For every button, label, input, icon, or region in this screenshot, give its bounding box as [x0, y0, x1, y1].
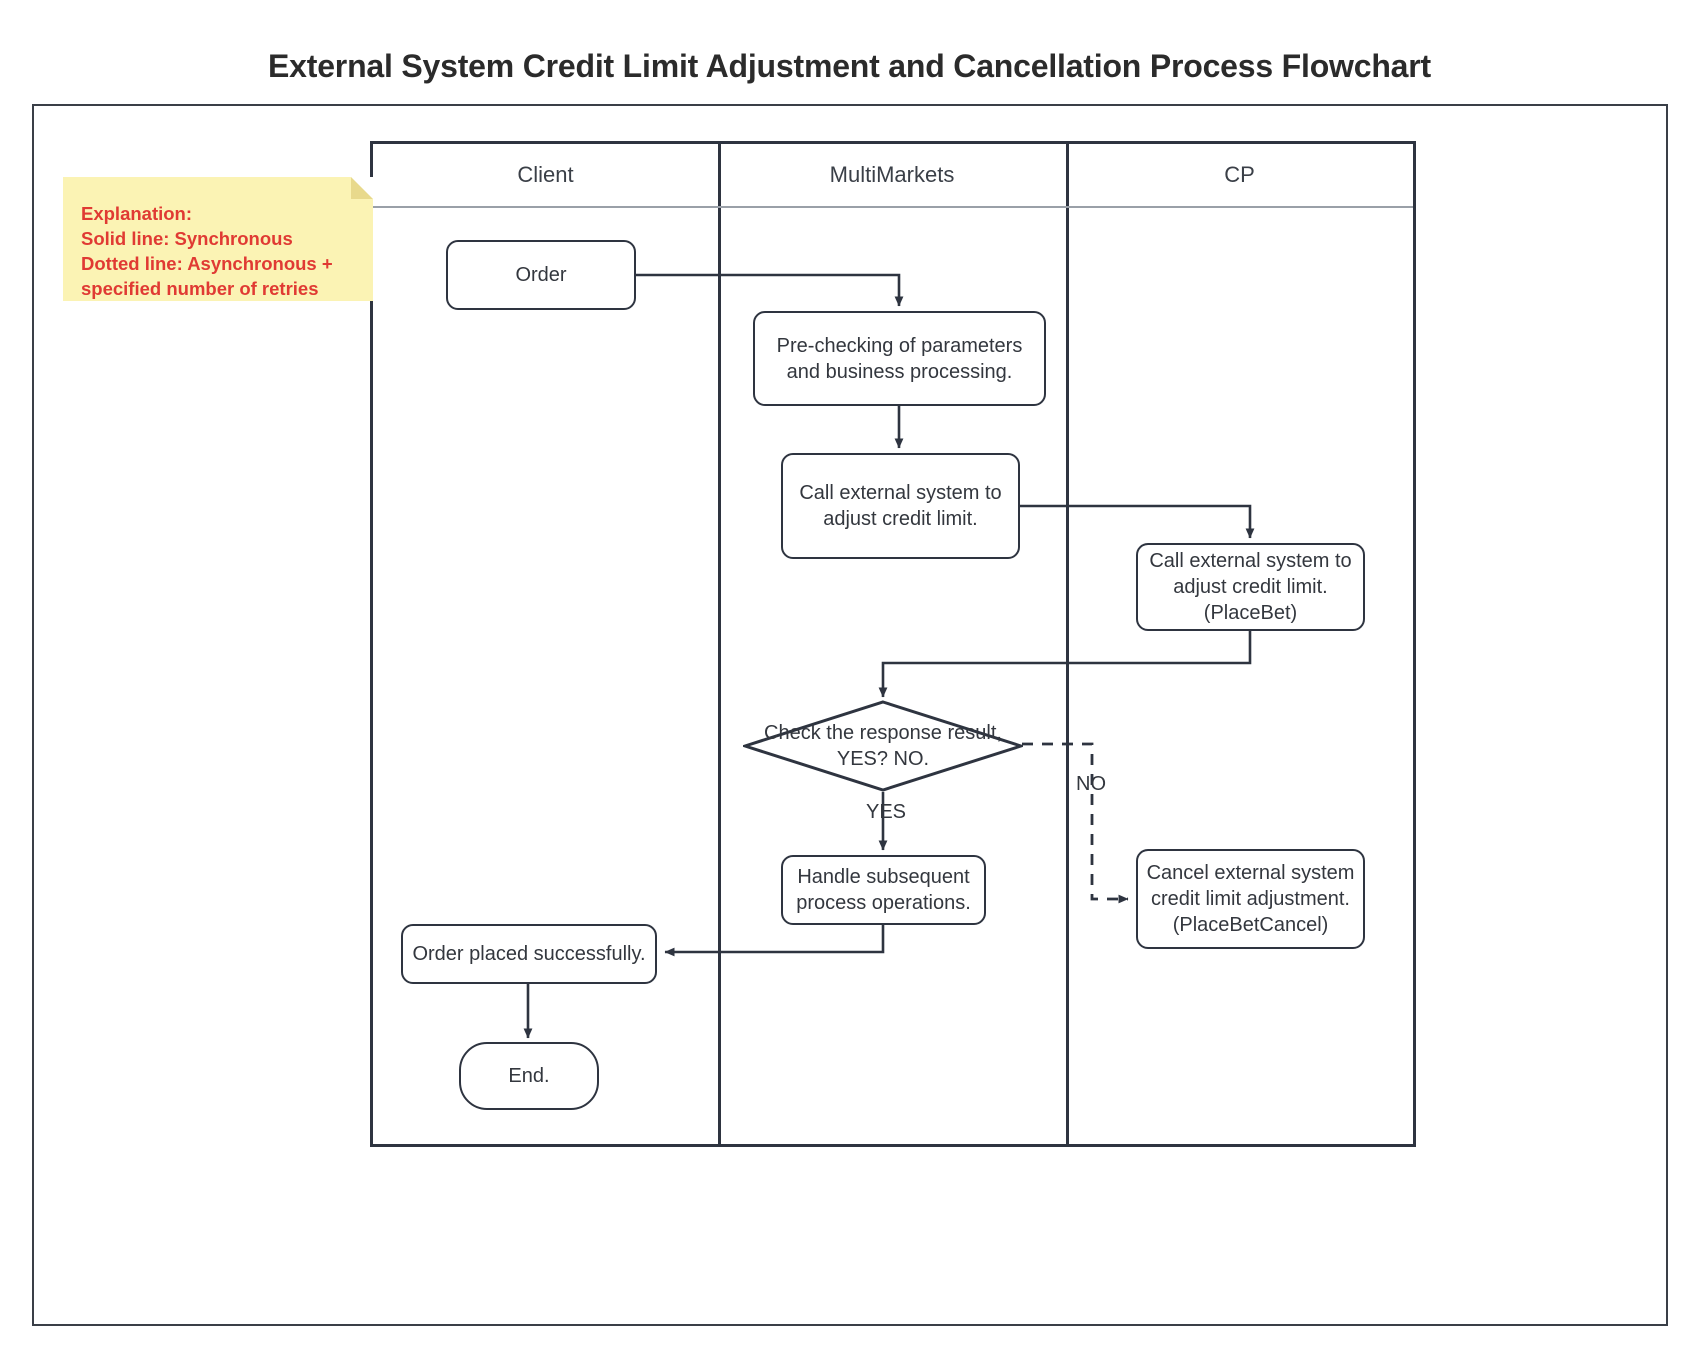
node-decision-label: Check the response result, YES? NO. [764, 722, 1002, 770]
node-order-placed[interactable]: Order placed successfully. [401, 924, 657, 984]
page-title: External System Credit Limit Adjustment … [268, 48, 1431, 84]
explanation-line-1: Explanation: [81, 203, 193, 224]
note-fold-corner [351, 177, 373, 199]
explanation-note: Explanation: Solid line: Synchronous Dot… [63, 177, 373, 301]
node-handle-subsequent[interactable]: Handle subsequent process operations. [781, 855, 986, 925]
node-end-label: End. [508, 1065, 550, 1087]
decision-diamond-shape [743, 700, 1023, 792]
node-call-adjust-cp-label: Call external system to adjust credit li… [1149, 550, 1352, 624]
explanation-line-3: Dotted line: Asynchronous + [81, 253, 333, 274]
lane-header-multimarkets: MultiMarkets [829, 162, 955, 187]
node-cancel-cp-label: Cancel external system credit limit adju… [1146, 862, 1355, 936]
node-precheck[interactable]: Pre-checking of parameters and business … [753, 311, 1046, 406]
node-handle-subsequent-label: Handle subsequent process operations. [796, 866, 971, 914]
node-precheck-label: Pre-checking of parameters and business … [776, 334, 1023, 383]
lane-header-cp: CP [1224, 162, 1255, 187]
node-order[interactable]: Order [446, 240, 636, 310]
lane-divider-2 [1066, 144, 1069, 1144]
edge-label-yes: YES [866, 801, 907, 823]
lane-header-client: Client [517, 162, 574, 187]
node-end[interactable]: End. [459, 1042, 599, 1110]
edge-label-no: NO [1076, 773, 1106, 795]
node-call-adjust-cp[interactable]: Call external system to adjust credit li… [1136, 543, 1365, 631]
node-call-adjust[interactable]: Call external system to adjust credit li… [781, 453, 1020, 559]
swimlane-container: Client MultiMarkets CP [370, 141, 1416, 1147]
node-decision[interactable]: Check the response result, YES? NO. [743, 700, 1023, 792]
explanation-line-4: specified number of retries [81, 278, 319, 299]
lane-header-rule [373, 206, 1413, 208]
explanation-line-2: Solid line: Synchronous [81, 228, 293, 249]
lane-divider-1 [718, 144, 721, 1144]
node-order-label: Order [515, 264, 567, 286]
node-call-adjust-label: Call external system to adjust credit li… [799, 482, 1002, 530]
node-order-placed-label: Order placed successfully. [412, 943, 646, 965]
node-cancel-cp[interactable]: Cancel external system credit limit adju… [1136, 849, 1365, 949]
